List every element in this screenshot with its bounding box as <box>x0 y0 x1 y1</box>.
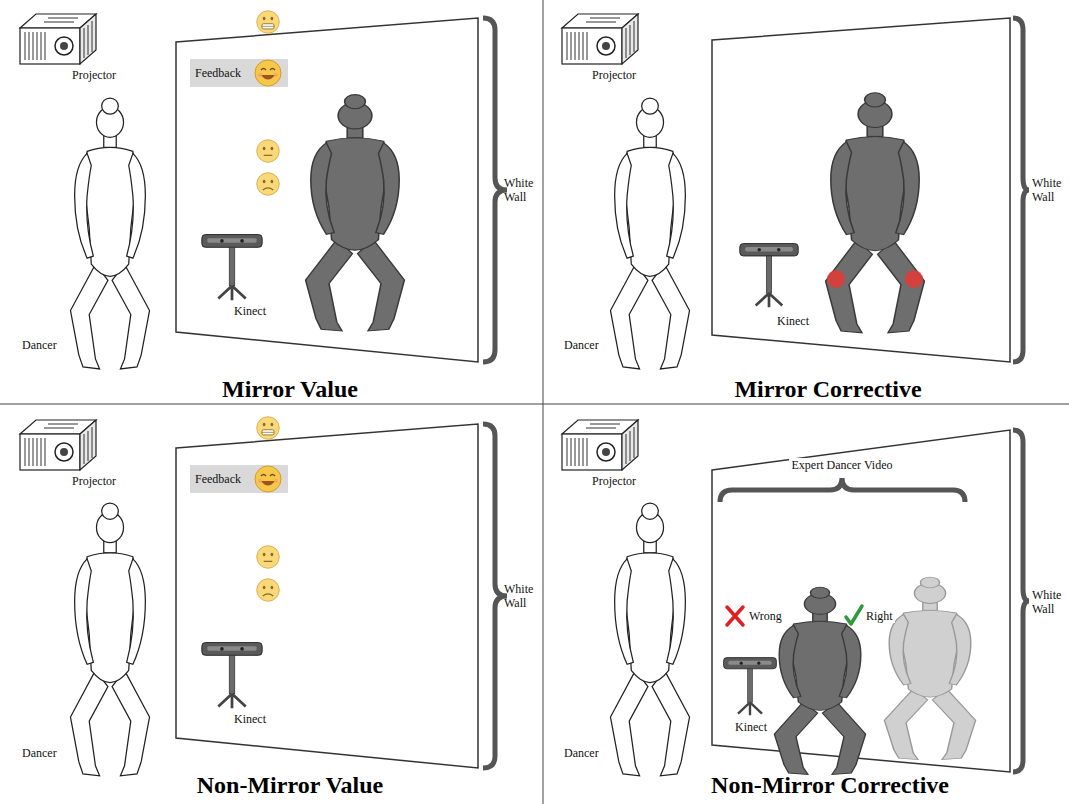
dancer-projection <box>306 95 405 331</box>
feedback-band <box>190 59 288 87</box>
part-label: Projector <box>590 474 638 488</box>
part-label: Expert Dancer Video <box>789 458 894 472</box>
part-label: Kinect <box>232 712 268 726</box>
bracket <box>1013 430 1029 772</box>
panel-mirror-corrective <box>562 14 1029 369</box>
wrong-mark <box>727 607 743 625</box>
part-label: Projector <box>70 474 118 488</box>
kinect-sensor <box>202 235 262 301</box>
emoji <box>255 466 281 492</box>
part-label: Dancer <box>562 746 601 760</box>
wall-label: White Wall <box>502 176 544 204</box>
divider <box>543 0 544 804</box>
emoji <box>257 417 280 440</box>
dancer-figure <box>610 98 689 369</box>
dancer-projection <box>826 93 925 333</box>
bracket <box>720 478 965 502</box>
divider <box>0 404 1069 405</box>
emoji <box>257 546 280 569</box>
emoji <box>257 173 280 196</box>
feedback-band: Feedback <box>190 465 246 493</box>
white-wall <box>712 18 1010 362</box>
dancer-figure <box>610 503 689 776</box>
dancer-expert <box>884 577 975 760</box>
kinect-sensor <box>202 643 262 709</box>
error-marker <box>905 270 923 288</box>
part-label: Dancer <box>562 338 601 352</box>
part-label: Kinect <box>733 720 769 734</box>
panel-non-mirror-value <box>20 417 507 776</box>
part-label: Right <box>864 609 895 623</box>
panel-caption: Mirror Corrective <box>732 376 923 403</box>
panel-caption: Non-Mirror Value <box>195 772 385 799</box>
part-label: Projector <box>70 68 118 82</box>
wall-label: White Wall <box>1030 176 1069 204</box>
part-label: Projector <box>590 68 638 82</box>
emoji <box>257 11 280 34</box>
part-label: Kinect <box>775 314 811 328</box>
projector-icon <box>562 420 638 470</box>
dancer-figure <box>70 98 149 369</box>
kinect-sensor <box>740 244 798 308</box>
right-mark <box>846 606 862 624</box>
white-wall <box>712 430 1010 772</box>
panel-caption: Non-Mirror Corrective <box>709 772 951 799</box>
feedback-band: Feedback <box>190 59 246 87</box>
emoji <box>257 140 280 163</box>
band-text: Feedback <box>195 472 241 486</box>
white-wall <box>176 18 478 362</box>
bracket <box>483 18 507 362</box>
error-marker <box>827 270 845 288</box>
projector-icon <box>20 14 96 64</box>
part-label: Kinect <box>232 304 268 318</box>
bracket <box>483 424 507 768</box>
dancer-figure <box>70 503 149 776</box>
projector-icon <box>20 420 96 470</box>
part-label: Dancer <box>20 338 59 352</box>
white-wall <box>176 424 478 768</box>
part-label: Wrong <box>747 609 784 623</box>
wall-label: White Wall <box>1030 588 1069 616</box>
bracket <box>1013 18 1029 362</box>
kinect-sensor <box>724 658 777 716</box>
projector-icon <box>562 14 638 64</box>
feedback-band <box>190 465 288 493</box>
emoji <box>255 60 281 86</box>
panel-non-mirror-corrective <box>562 420 1029 776</box>
wall-label: White Wall <box>502 582 544 610</box>
panel-caption: Mirror Value <box>220 376 360 403</box>
panel-mirror-value <box>20 11 507 369</box>
dancer-wrong <box>774 587 865 774</box>
emoji <box>257 579 280 602</box>
part-label: Dancer <box>20 746 59 760</box>
band-text: Feedback <box>195 66 241 80</box>
